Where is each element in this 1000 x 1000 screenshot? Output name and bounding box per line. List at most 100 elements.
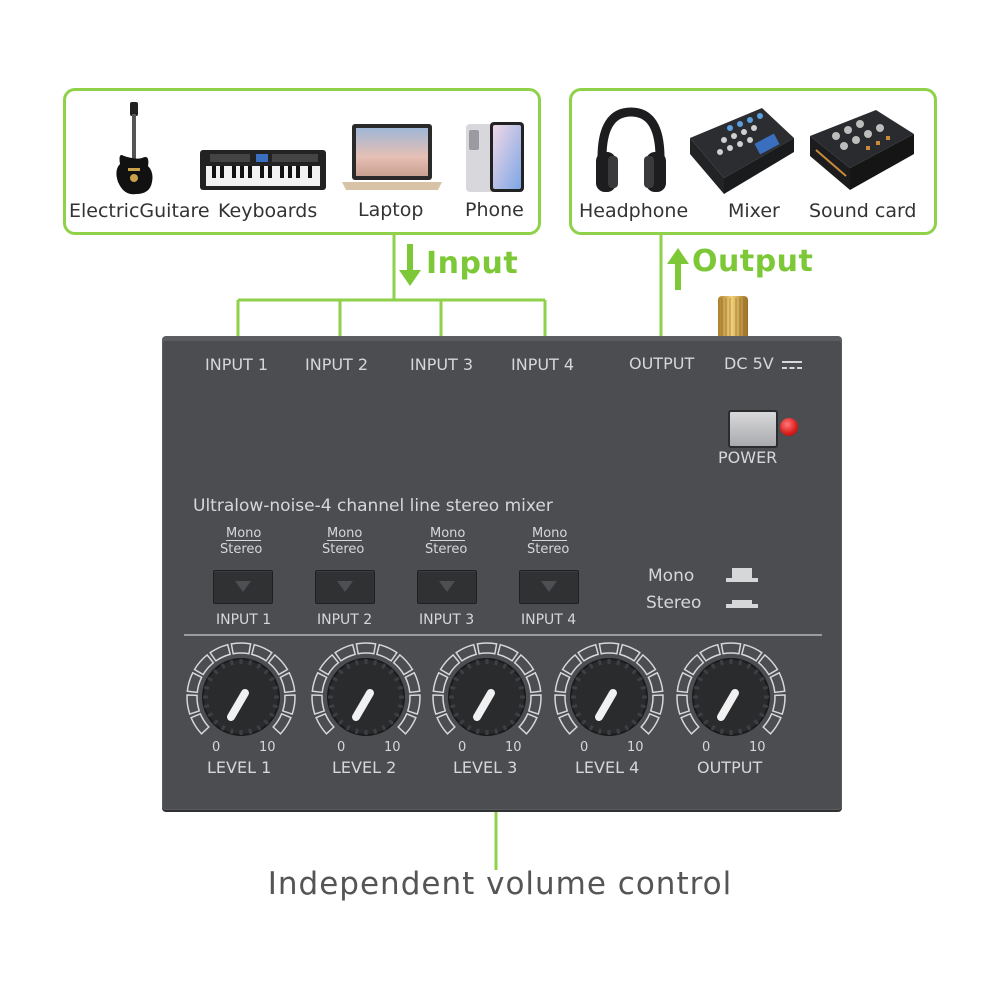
knob-grip xyxy=(268,676,275,682)
mono-stereo-switch-2[interactable] xyxy=(315,570,375,604)
knob-grip xyxy=(332,712,339,718)
knob-grip xyxy=(753,669,759,675)
mono-switch-symbol-icon xyxy=(726,568,758,582)
knob-min-label: 0 xyxy=(580,740,589,755)
electric-guitar-icon xyxy=(116,102,153,195)
knob-grip xyxy=(518,704,525,709)
knob-scale-segment xyxy=(647,671,664,694)
knob-label: LEVEL 2 xyxy=(332,758,397,777)
caption: Independent volume control xyxy=(267,866,733,902)
phone-icon xyxy=(466,122,524,192)
power-button[interactable] xyxy=(728,410,778,448)
panel-divider xyxy=(184,634,822,636)
knob-grip xyxy=(449,704,456,709)
knob-grip xyxy=(263,719,269,725)
mono-label: Mono xyxy=(430,526,466,541)
mono-label: Mono xyxy=(532,526,568,541)
knob-grip xyxy=(710,724,716,731)
knob-grip xyxy=(207,712,214,718)
stereo-label: Stereo xyxy=(425,542,468,557)
knob-scale-segment xyxy=(355,642,377,655)
laptop-icon xyxy=(342,124,442,190)
port-label-input-3: INPUT 3 xyxy=(410,355,474,374)
knob-min-label: 0 xyxy=(337,740,346,755)
channel-label: INPUT 2 xyxy=(317,612,373,628)
knob-grip xyxy=(272,704,279,709)
knob-grip xyxy=(388,669,394,675)
knob-grip xyxy=(738,659,743,666)
knob-pointer xyxy=(595,689,617,721)
knob-grip xyxy=(719,659,724,666)
knob-scale-segment xyxy=(699,643,722,662)
device-label: Mixer xyxy=(728,200,780,222)
port-label-input-1: INPUT 1 xyxy=(205,355,269,374)
device-label: Phone xyxy=(465,199,524,221)
volume-knob-icon[interactable] xyxy=(427,637,547,757)
knob-grip xyxy=(710,663,716,670)
knob-scale-segment xyxy=(577,643,600,662)
knob-scale-segment xyxy=(334,643,357,662)
knob-scale-segment xyxy=(455,643,478,662)
volume-knob-icon[interactable] xyxy=(549,637,669,757)
knob-max-label: 10 xyxy=(749,740,766,755)
knob-grip xyxy=(459,719,465,725)
knob-scale-segment xyxy=(250,643,273,662)
volume-knob-icon[interactable] xyxy=(671,637,791,757)
knob-grip xyxy=(494,659,499,666)
knob-grip xyxy=(640,685,647,690)
knob-grip xyxy=(229,659,234,666)
knob-max-label: 10 xyxy=(627,740,644,755)
knob-grip xyxy=(758,676,765,682)
legend-mono-label: Mono xyxy=(648,566,695,586)
mono-stereo-switch-3[interactable] xyxy=(417,570,477,604)
knob-scale-segment xyxy=(193,653,215,676)
device-label: ElectricGuitare xyxy=(69,200,210,222)
knob-scale-segment xyxy=(720,642,742,655)
knob-grip xyxy=(597,659,602,666)
legend-stereo-label: Stereo xyxy=(646,593,702,613)
knob-scale-segment xyxy=(404,671,421,694)
knob-grip xyxy=(581,719,587,725)
knob-scale-segment xyxy=(525,671,542,694)
mono-stereo-switch-1[interactable] xyxy=(213,570,273,604)
mono-stereo-switch-4[interactable] xyxy=(519,570,579,604)
knob-grip xyxy=(758,712,765,718)
knob-grip xyxy=(373,659,378,666)
knob-grip xyxy=(509,669,515,675)
knob-scale-segment xyxy=(186,671,203,694)
dc-symbol-icon xyxy=(782,361,802,369)
audio-mixer-icon xyxy=(690,108,794,194)
knob-grip xyxy=(703,719,709,725)
knob-scale-segment xyxy=(680,712,700,735)
knob-grip xyxy=(624,724,630,731)
knob-scale-segment xyxy=(311,671,328,694)
knob-grip xyxy=(753,719,759,725)
knob-grip xyxy=(738,728,743,735)
sound-card-icon xyxy=(810,110,914,190)
stereo-label: Stereo xyxy=(220,542,263,557)
stereo-label: Stereo xyxy=(527,542,570,557)
knob-grip xyxy=(631,669,637,675)
volume-knob-icon[interactable] xyxy=(181,637,301,757)
knob-grip xyxy=(397,685,404,690)
knob-grip xyxy=(203,685,210,690)
knob-scale-segment xyxy=(513,653,535,676)
knob-scale-segment xyxy=(676,694,691,716)
knob-scale-segment xyxy=(676,671,693,694)
knob-scale-segment xyxy=(757,653,779,676)
knob-scale-segment xyxy=(279,671,296,694)
knob-label: LEVEL 3 xyxy=(453,758,518,777)
knob-scale-segment xyxy=(554,671,571,694)
knob-grip xyxy=(381,663,387,670)
knob-grip xyxy=(453,676,460,682)
knob-grip xyxy=(220,724,226,731)
power-label: POWER xyxy=(718,448,778,467)
knob-grip xyxy=(762,704,769,709)
knob-scale-segment xyxy=(315,712,335,735)
knob-min-label: 0 xyxy=(702,740,711,755)
stereo-switch-symbol-icon xyxy=(726,600,758,608)
input-flow-label: Input xyxy=(426,246,519,281)
knob-scale-segment xyxy=(230,642,252,655)
volume-knob-icon[interactable] xyxy=(306,637,426,757)
knob-scale-segment xyxy=(267,653,289,676)
